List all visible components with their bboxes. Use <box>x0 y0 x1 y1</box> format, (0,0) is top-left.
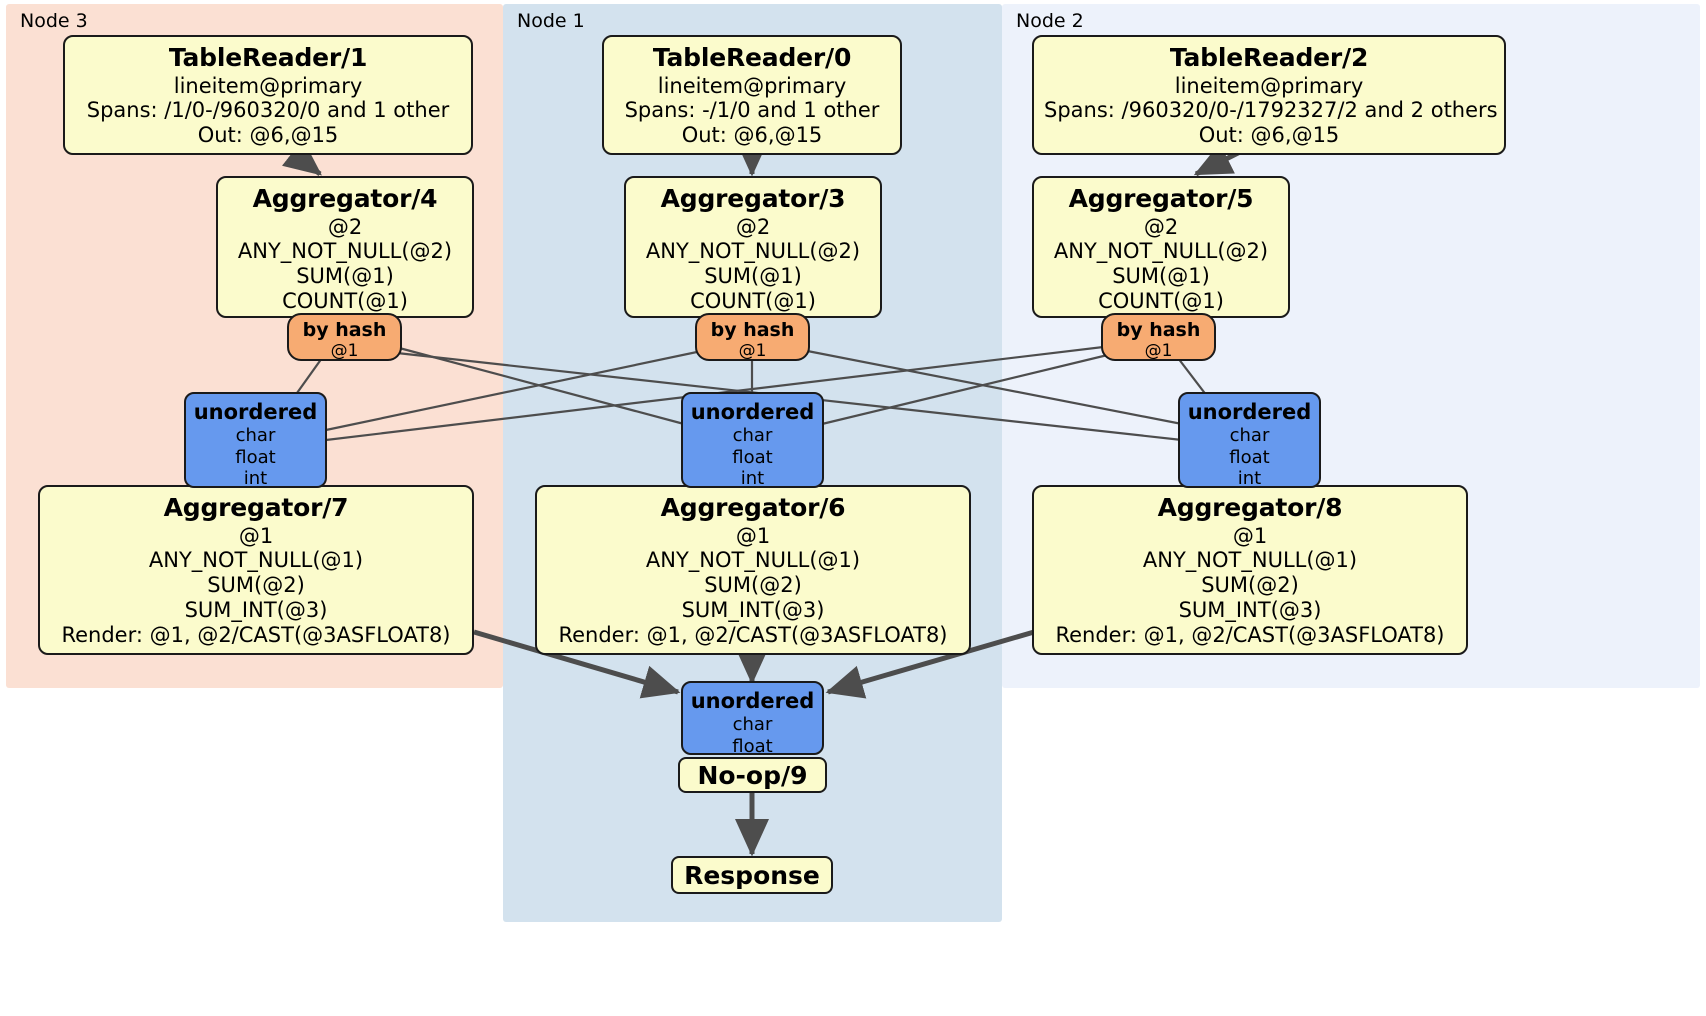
unordered-left-line-0: char <box>235 425 276 447</box>
unordered-final-line-0: char <box>732 714 773 736</box>
aggregator-7-line-2: SUM(@2) <box>207 573 305 598</box>
tablereader-2-title: TableReader/2 <box>1169 43 1369 72</box>
aggregator-6-line-3: SUM_INT(@3) <box>681 597 825 622</box>
tablereader-1-line-1: Spans: /1/0-/960320/0 and 1 other <box>86 98 450 123</box>
aggregator-4-line-3: COUNT(@1) <box>282 288 408 313</box>
processor-aggregator-5[interactable]: Aggregator/5 @2 ANY_NOT_NULL(@2) SUM(@1)… <box>1032 176 1290 318</box>
aggregator-4-line-2: SUM(@1) <box>296 264 394 289</box>
aggregator-5-title: Aggregator/5 <box>1068 184 1254 213</box>
aggregator-8-title: Aggregator/8 <box>1157 493 1343 522</box>
unordered-right-line-1: float <box>1229 446 1270 468</box>
aggregator-7-line-3: SUM_INT(@3) <box>184 597 328 622</box>
unordered-right-line-2: int <box>1237 468 1262 490</box>
unordered-left-line-1: float <box>235 446 276 468</box>
aggregator-7-title: Aggregator/7 <box>163 493 349 522</box>
aggregator-7-line-1: ANY_NOT_NULL(@1) <box>148 548 364 573</box>
unordered-center-line-1: float <box>732 446 773 468</box>
unordered-left-title: unordered <box>193 400 318 424</box>
aggregator-3-title: Aggregator/3 <box>660 184 846 213</box>
processor-aggregator-4[interactable]: Aggregator/4 @2 ANY_NOT_NULL(@2) SUM(@1)… <box>216 176 474 318</box>
by-hash-center-title: by hash <box>710 319 795 341</box>
unordered-left-line-2: int <box>243 468 268 490</box>
aggregator-8-line-1: ANY_NOT_NULL(@1) <box>1142 548 1358 573</box>
tablereader-0-line-1: Spans: -/1/0 and 1 other <box>624 98 880 123</box>
unordered-center-line-2: int <box>740 468 765 490</box>
tablereader-0-line-0: lineitem@primary <box>657 73 847 98</box>
router-by-hash-center[interactable]: by hash @1 <box>695 313 810 361</box>
processor-tablereader-1[interactable]: TableReader/1 lineitem@primary Spans: /1… <box>63 35 473 155</box>
aggregator-8-line-4: Render: @1, @2/CAST(@3ASFLOAT8) <box>1055 622 1445 647</box>
aggregator-5-line-1: ANY_NOT_NULL(@2) <box>1053 239 1269 264</box>
processor-aggregator-3[interactable]: Aggregator/3 @2 ANY_NOT_NULL(@2) SUM(@1)… <box>624 176 882 318</box>
synchronizer-unordered-left[interactable]: unordered char float int <box>184 392 327 490</box>
response-title: Response <box>684 860 820 890</box>
aggregator-6-line-1: ANY_NOT_NULL(@1) <box>645 548 861 573</box>
tablereader-2-line-0: lineitem@primary <box>1174 73 1364 98</box>
aggregator-6-line-2: SUM(@2) <box>704 573 802 598</box>
tablereader-1-line-2: Out: @6,@15 <box>197 123 339 148</box>
aggregator-3-line-1: ANY_NOT_NULL(@2) <box>645 239 861 264</box>
unordered-right-line-0: char <box>1229 425 1270 447</box>
processor-tablereader-0[interactable]: TableReader/0 lineitem@primary Spans: -/… <box>602 35 902 155</box>
tablereader-1-title: TableReader/1 <box>168 43 368 72</box>
router-by-hash-left[interactable]: by hash @1 <box>287 313 402 361</box>
tablereader-2-line-2: Out: @6,@15 <box>1198 123 1340 148</box>
aggregator-4-line-0: @2 <box>327 214 363 239</box>
unordered-final-line-1: float <box>732 735 773 757</box>
unordered-center-title: unordered <box>690 400 815 424</box>
aggregator-3-line-0: @2 <box>735 214 771 239</box>
tablereader-1-line-0: lineitem@primary <box>173 73 363 98</box>
aggregator-4-title: Aggregator/4 <box>252 184 438 213</box>
aggregator-6-title: Aggregator/6 <box>660 493 846 522</box>
synchronizer-unordered-center[interactable]: unordered char float int <box>681 392 824 490</box>
aggregator-7-line-4: Render: @1, @2/CAST(@3ASFLOAT8) <box>61 622 451 647</box>
processor-response[interactable]: Response <box>671 856 833 894</box>
panel-node-3-label: Node 3 <box>20 10 88 32</box>
by-hash-right-line-0: @1 <box>1144 340 1173 361</box>
processor-aggregator-8[interactable]: Aggregator/8 @1 ANY_NOT_NULL(@1) SUM(@2)… <box>1032 485 1468 655</box>
unordered-center-line-0: char <box>732 425 773 447</box>
aggregator-6-line-4: Render: @1, @2/CAST(@3ASFLOAT8) <box>558 622 948 647</box>
synchronizer-unordered-final[interactable]: unordered char float <box>681 681 824 757</box>
tablereader-2-line-1: Spans: /960320/0-/1792327/2 and 2 others <box>1044 98 1498 123</box>
tablereader-0-title: TableReader/0 <box>652 43 852 72</box>
panel-node-1-label: Node 1 <box>517 10 585 32</box>
by-hash-right-title: by hash <box>1116 319 1201 341</box>
panel-node-2-label: Node 2 <box>1016 10 1084 32</box>
router-by-hash-right[interactable]: by hash @1 <box>1101 313 1216 361</box>
aggregator-5-line-3: COUNT(@1) <box>1098 288 1224 313</box>
by-hash-left-title: by hash <box>302 319 387 341</box>
by-hash-left-line-0: @1 <box>330 340 359 361</box>
processor-aggregator-6[interactable]: Aggregator/6 @1 ANY_NOT_NULL(@1) SUM(@2)… <box>535 485 971 655</box>
aggregator-8-line-0: @1 <box>1232 523 1268 548</box>
tablereader-0-line-2: Out: @6,@15 <box>681 123 823 148</box>
aggregator-5-line-0: @2 <box>1143 214 1179 239</box>
synchronizer-unordered-right[interactable]: unordered char float int <box>1178 392 1321 490</box>
noop-9-title: No-op/9 <box>697 760 808 790</box>
aggregator-8-line-3: SUM_INT(@3) <box>1178 597 1322 622</box>
by-hash-center-line-0: @1 <box>738 340 767 361</box>
processor-noop-9[interactable]: No-op/9 <box>678 757 827 793</box>
aggregator-8-line-2: SUM(@2) <box>1201 573 1299 598</box>
unordered-right-title: unordered <box>1187 400 1312 424</box>
aggregator-5-line-2: SUM(@1) <box>1112 264 1210 289</box>
processor-aggregator-7[interactable]: Aggregator/7 @1 ANY_NOT_NULL(@1) SUM(@2)… <box>38 485 474 655</box>
aggregator-7-line-0: @1 <box>238 523 274 548</box>
aggregator-3-line-3: COUNT(@1) <box>690 288 816 313</box>
processor-tablereader-2[interactable]: TableReader/2 lineitem@primary Spans: /9… <box>1032 35 1506 155</box>
aggregator-6-line-0: @1 <box>735 523 771 548</box>
unordered-final-title: unordered <box>690 689 815 713</box>
aggregator-3-line-2: SUM(@1) <box>704 264 802 289</box>
aggregator-4-line-1: ANY_NOT_NULL(@2) <box>237 239 453 264</box>
